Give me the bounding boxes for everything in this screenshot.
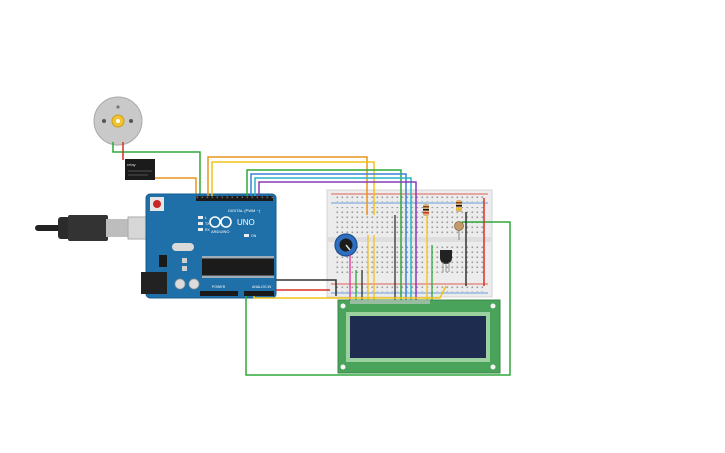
analog-label: ANALOG IN [252,285,272,289]
model-label: UNO [237,218,255,227]
relay-module[interactable]: relay [125,159,155,180]
capacitor-2 [188,278,200,290]
power-label: POWER [212,285,226,289]
dc-motor[interactable] [93,96,143,146]
potentiometer[interactable] [334,233,358,257]
tx-label: TX [205,222,210,226]
lcd-display[interactable] [337,299,501,374]
reset-button[interactable] [153,200,161,208]
digital-label: DIGITAL (PWM ~) [228,208,261,213]
brand-label: ARDUINO [211,229,229,234]
resistor-1 [423,204,429,216]
wires-digital [207,156,417,300]
crystal-oscillator [172,243,194,251]
lcd-pin-header [350,300,430,304]
wires-lcd [349,215,433,300]
arduino-logo: ARDUINO [209,216,232,234]
power-header[interactable] [200,291,238,296]
l-label: L [205,216,207,220]
wires-motor [112,142,201,196]
rx-label: RX [205,228,211,232]
usb-cable[interactable] [35,215,159,241]
resistor-2 [456,200,462,212]
photoresistor [454,221,464,240]
analog-header[interactable] [244,291,274,296]
capacitor-1 [174,278,186,290]
temperature-sensor [440,250,452,272]
wires-power [245,198,511,376]
relay-label: relay [127,162,136,167]
arduino-uno-board[interactable]: DIGITAL (PWM ~) L TX RX ARDUINO UNO ON [141,193,277,299]
lcd-screen [350,316,486,358]
atmega-chip [202,258,274,276]
on-label: ON [251,234,257,238]
